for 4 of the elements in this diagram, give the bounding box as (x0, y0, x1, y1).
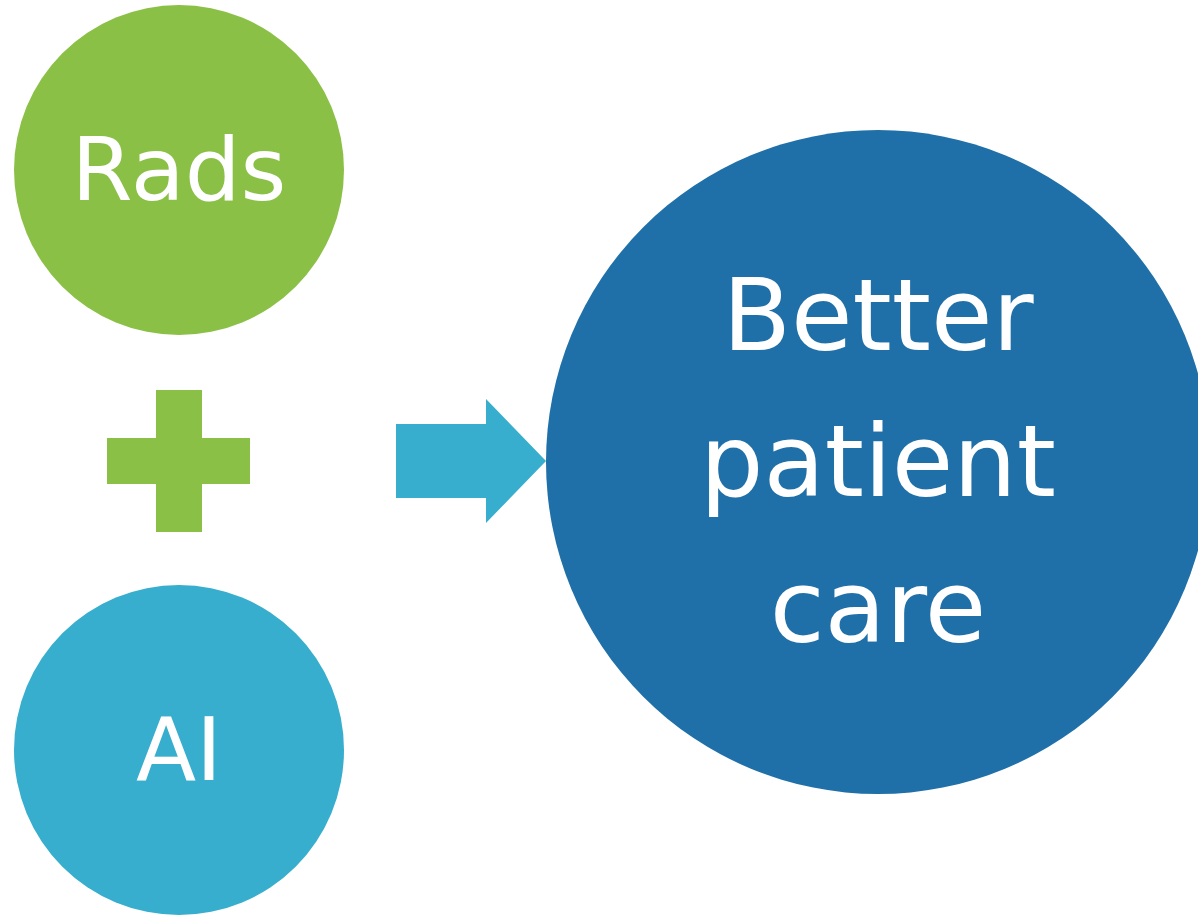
circle-label: AI (134, 701, 224, 799)
circle-label: Rads (70, 121, 288, 219)
block-arrow (396, 399, 546, 523)
circle-label: Better patient care (699, 256, 1057, 668)
